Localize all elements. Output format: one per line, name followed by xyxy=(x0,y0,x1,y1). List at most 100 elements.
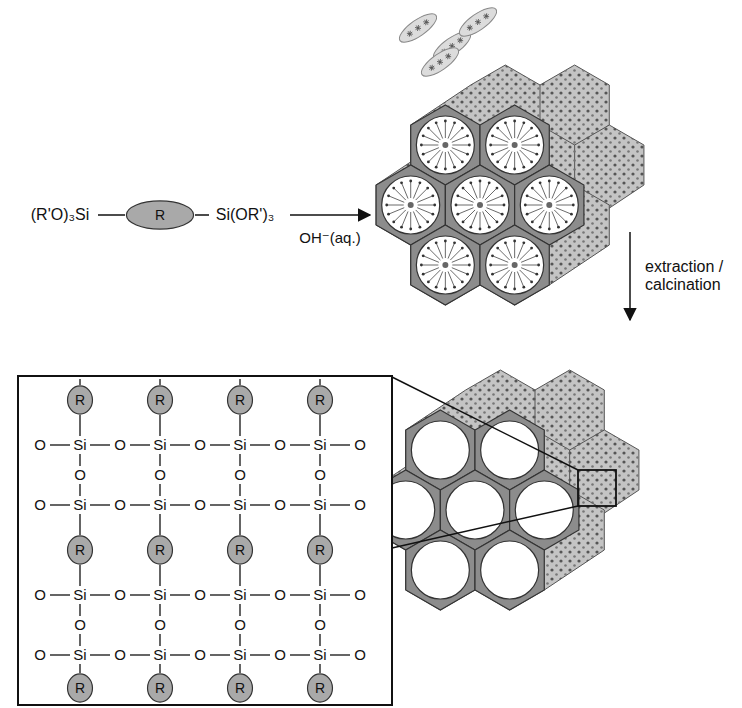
atom-symbol: O xyxy=(354,437,366,454)
bond-line xyxy=(159,565,160,586)
bond-line xyxy=(319,664,320,673)
atom-symbol: Si xyxy=(233,437,246,454)
bond-line xyxy=(170,444,190,445)
bond-line xyxy=(250,594,270,595)
atom-symbol: O xyxy=(194,587,206,604)
r-group-oval: R xyxy=(147,535,173,565)
atom-symbol: Si xyxy=(73,437,86,454)
atom-symbol: Si xyxy=(153,437,166,454)
bond-line xyxy=(210,444,230,445)
bond-line xyxy=(79,379,80,385)
bond-line xyxy=(319,415,320,436)
bond-line xyxy=(239,379,240,385)
bond-line xyxy=(319,379,320,385)
bond-line xyxy=(170,594,190,595)
bond-line xyxy=(159,415,160,436)
atom-symbol: O xyxy=(34,647,46,664)
atom-symbol: O xyxy=(194,497,206,514)
bond-line xyxy=(210,654,230,655)
bond-line xyxy=(90,654,110,655)
atom-symbol: Si xyxy=(233,497,246,514)
r-group-oval: R xyxy=(227,673,253,703)
inset-frame xyxy=(18,376,616,705)
bond-line xyxy=(159,604,160,616)
bond-line xyxy=(79,484,80,496)
atom-symbol: O xyxy=(234,617,246,634)
bond-line xyxy=(50,504,70,505)
r-group-symbol: R xyxy=(315,543,325,557)
atom-symbol: O xyxy=(314,467,326,484)
step-label: extraction / calcination xyxy=(645,258,737,293)
bond-line xyxy=(50,444,70,445)
bond-line xyxy=(330,444,350,445)
siloxane-bonds xyxy=(50,215,350,673)
r-group-symbol: R xyxy=(155,543,165,557)
bond-line xyxy=(290,504,310,505)
bond-line xyxy=(170,504,190,505)
bond-line xyxy=(290,654,310,655)
atom-symbol: O xyxy=(114,647,126,664)
r-group-oval: R xyxy=(227,385,253,415)
bond-line xyxy=(319,514,320,535)
r-group-oval: R xyxy=(125,200,195,230)
bond-line xyxy=(159,634,160,646)
atom-symbol: O xyxy=(274,647,286,664)
r-group-symbol: R xyxy=(315,681,325,695)
atom-symbol: O xyxy=(154,467,166,484)
mesoporous-honeycomb xyxy=(371,370,639,610)
reaction-arrows xyxy=(290,215,630,320)
r-group-symbol: R xyxy=(155,393,165,407)
bond-line xyxy=(159,379,160,385)
bond-line xyxy=(79,604,80,616)
atom-symbol: O xyxy=(274,497,286,514)
atom-symbol: O xyxy=(354,497,366,514)
bond-line xyxy=(210,594,230,595)
atom-symbol: Si xyxy=(233,587,246,604)
r-group-oval: R xyxy=(227,535,253,565)
atom-symbol: Si xyxy=(313,437,326,454)
bond-line xyxy=(239,634,240,646)
bond-line xyxy=(290,594,310,595)
bond-line xyxy=(90,504,110,505)
bond-line xyxy=(90,444,110,445)
bond-line xyxy=(159,664,160,673)
atom-symbol: O xyxy=(314,617,326,634)
bond-line xyxy=(79,664,80,673)
atom-symbol: O xyxy=(34,437,46,454)
bond-line xyxy=(98,214,125,216)
atom-symbol: Si xyxy=(313,587,326,604)
bond-line xyxy=(159,484,160,496)
r-group-symbol: R xyxy=(235,681,245,695)
bond-line xyxy=(170,654,190,655)
bond-line xyxy=(239,415,240,436)
leader-line xyxy=(392,506,578,548)
bond-line xyxy=(319,454,320,466)
atom-symbol: O xyxy=(274,587,286,604)
bond-line xyxy=(159,454,160,466)
atom-symbol: Si xyxy=(153,497,166,514)
atom-symbol: Si xyxy=(313,647,326,664)
bond-line xyxy=(50,654,70,655)
atom-symbol: O xyxy=(34,587,46,604)
atom-symbol: O xyxy=(114,587,126,604)
bond-line xyxy=(50,594,70,595)
precursor-formula: (R'O)₃Si xyxy=(31,206,89,224)
leader-line xyxy=(392,377,578,470)
atom-symbol: Si xyxy=(73,587,86,604)
r-group-oval: R xyxy=(307,673,333,703)
bond-line xyxy=(319,634,320,646)
r-group-symbol: R xyxy=(75,543,85,557)
atom-symbol: O xyxy=(154,617,166,634)
bond-line xyxy=(239,454,240,466)
bond-line xyxy=(159,514,160,535)
atom-symbol: Si xyxy=(233,647,246,664)
r-group-symbol: R xyxy=(235,543,245,557)
bond-line xyxy=(239,604,240,616)
atom-symbol: O xyxy=(354,587,366,604)
atom-symbol: Si xyxy=(73,647,86,664)
atom-symbol: O xyxy=(354,647,366,664)
bond-line xyxy=(239,484,240,496)
atom-symbol: Si xyxy=(153,587,166,604)
bond-line xyxy=(79,415,80,436)
bond-line xyxy=(90,594,110,595)
